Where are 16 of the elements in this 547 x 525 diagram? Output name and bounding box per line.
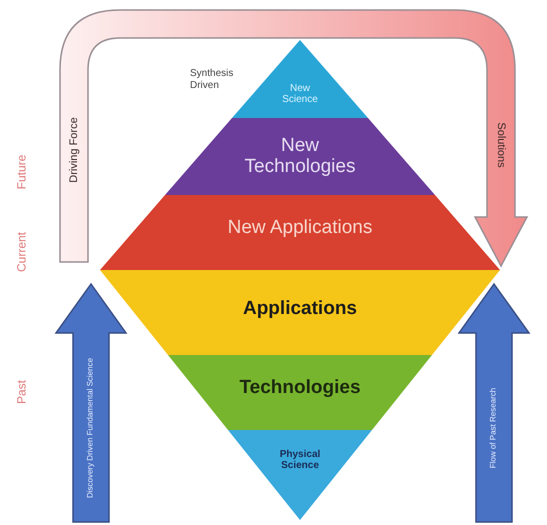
band-label: New Science — [281, 83, 319, 105]
arrow-label: Discovery Driven Fundamental Science — [86, 356, 96, 500]
time-label: Past — [15, 380, 29, 404]
band-label: New Applications — [228, 218, 372, 239]
time-label: Future — [15, 154, 29, 190]
side-label: Synthesis Driven — [190, 68, 234, 91]
up-arrow — [458, 283, 530, 523]
band-label: Physical Science — [278, 449, 322, 471]
arrow-label: Flow of Past Research — [490, 386, 498, 470]
arrow-label: Driving Force — [68, 117, 80, 183]
band-label: Technologies — [239, 378, 361, 399]
band-label: New Technologies — [244, 136, 356, 178]
time-label: Current — [15, 232, 29, 272]
arrow-label: Solutions — [494, 122, 508, 168]
band-label: Applications — [242, 299, 357, 320]
up-arrow — [55, 283, 127, 523]
